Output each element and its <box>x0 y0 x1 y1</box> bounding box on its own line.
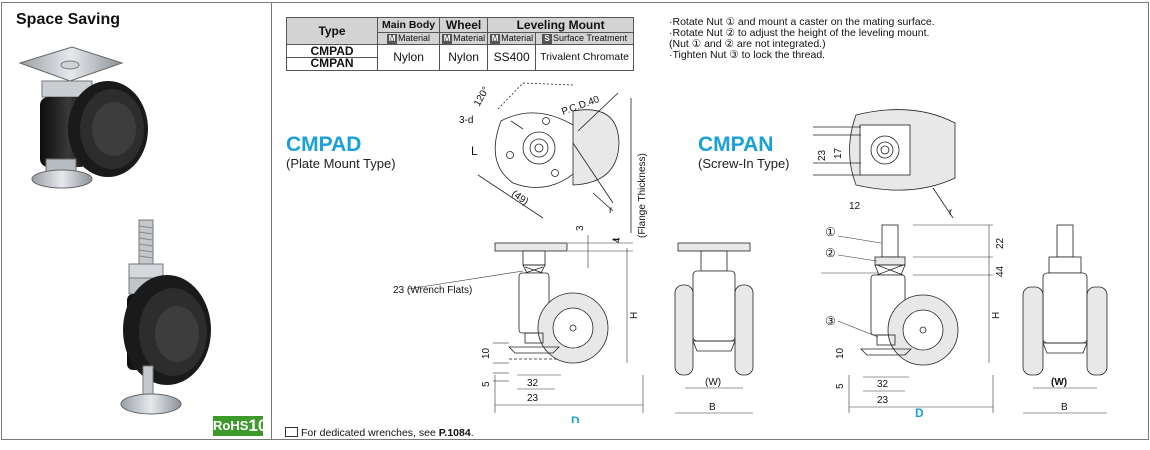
dim-flange: (Flange Thickness) <box>637 153 648 238</box>
wheel-header: Wheel <box>439 17 489 33</box>
dim-h-cmpan: H <box>991 312 1002 319</box>
dim-b-cmpad: B <box>709 402 716 413</box>
usage-notes: ·Rotate Nut ① and mount a caster on the … <box>669 17 935 61</box>
leveling-material-value: SS400 <box>487 43 537 71</box>
screw-in-caster-photo <box>120 219 211 415</box>
dim-32-cmpan: 32 <box>877 379 889 390</box>
footnote: For dedicated wrenches, see P.1084. <box>285 427 474 439</box>
note-1: ·Rotate Nut ① and mount a caster on the … <box>669 16 935 28</box>
dim-angle: 120° <box>472 85 492 108</box>
dim-10-cmpad: 10 <box>481 347 492 359</box>
main-body-header: Main Body <box>376 17 441 33</box>
note-3: (Nut ① and ② are not integrated.) <box>669 38 826 50</box>
dim-t: t <box>611 238 622 241</box>
type-header: Type <box>286 17 378 45</box>
section-title: Space Saving <box>16 11 121 28</box>
cmpan-subtitle: (Screw-In Type) <box>698 156 790 171</box>
dim-23-top: 23 <box>817 149 828 161</box>
dim-5-cmpan: 5 <box>835 383 846 389</box>
cmpad-front-view <box>494 242 609 364</box>
nut-1-marker: ① <box>825 225 836 239</box>
dim-l: L <box>471 144 478 158</box>
dim-44: 44 <box>995 265 1006 277</box>
dim-w-cmpad: (W) <box>705 377 721 388</box>
dim-23-cmpan: 23 <box>877 395 889 406</box>
main-body-material-value: Nylon <box>376 43 441 71</box>
technical-drawings: 3-d 120° P.C.D.40 L (49) r (Flange Thick… <box>393 82 1108 423</box>
dim-4: 4 <box>612 237 623 243</box>
dim-12: 12 <box>849 201 861 212</box>
leveling-mount-header: Leveling Mount <box>487 17 635 33</box>
type-cell: CMPAD CMPAN <box>286 43 378 71</box>
cmpad-name: CMPAD <box>286 133 362 156</box>
cmpad-subtitle: (Plate Mount Type) <box>286 156 396 171</box>
catalog-page: Space Saving <box>1 2 1149 440</box>
catalog-book-icon <box>285 427 298 437</box>
cmpan-side-view <box>1022 224 1108 376</box>
cmpad-top-view <box>477 82 620 219</box>
dim-r-cmpad: r <box>609 205 613 216</box>
dim-3: 3 <box>575 225 586 231</box>
dim-d-cmpan: D <box>915 406 924 420</box>
dim-w-cmpan: (W) <box>1051 377 1067 388</box>
rohs-badge: RoHS10 <box>213 416 268 436</box>
dim-23-cmpad: 23 <box>527 393 539 404</box>
nut-2-marker: ② <box>825 246 836 260</box>
dim-32-cmpad: 32 <box>527 378 539 389</box>
dim-hole: 3-d <box>459 115 473 126</box>
surface-treatment-value: Trivalent Chromate <box>535 43 635 71</box>
page-reference: P.1084 <box>438 427 471 439</box>
dim-5-cmpad: 5 <box>481 381 492 387</box>
dim-22: 22 <box>995 237 1006 249</box>
dim-49: (49) <box>509 188 530 207</box>
wheel-material-value: Nylon <box>439 43 489 71</box>
dim-17: 17 <box>833 147 844 159</box>
plate-mount-caster-photo <box>18 46 148 189</box>
cmpan-top-view <box>813 109 956 219</box>
note-4: ·Tighten Nut ③ to lock the thread. <box>669 49 826 61</box>
dim-h-cmpad: H <box>629 312 640 319</box>
cmpan-front-view <box>860 224 959 366</box>
cmpan-name: CMPAN <box>698 133 774 156</box>
photo-panel: Space Saving <box>2 3 272 439</box>
nut-3-marker: ③ <box>825 314 836 328</box>
dim-10-cmpan: 10 <box>835 347 846 359</box>
dim-r-cmpan: r <box>949 207 953 218</box>
dim-wrench: 23 (Wrench Flats) <box>393 285 472 296</box>
cmpad-side-view <box>674 242 754 376</box>
dim-d-cmpad: D <box>571 414 580 423</box>
note-2: ·Rotate Nut ② to adjust the height of th… <box>669 27 930 39</box>
dim-b-cmpan: B <box>1061 402 1068 413</box>
